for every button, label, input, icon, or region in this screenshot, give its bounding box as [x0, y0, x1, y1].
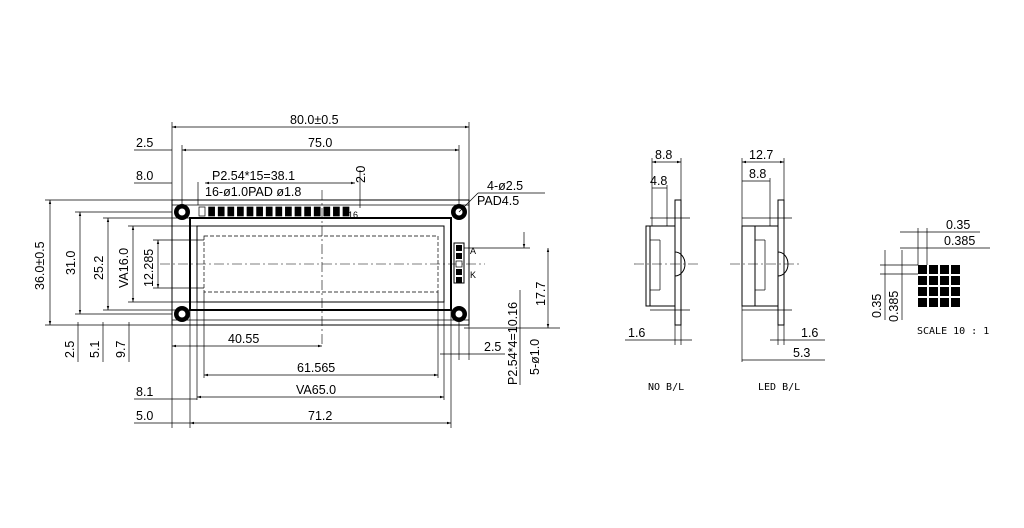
dim-pin-holes: 16-ø1.0PAD ø1.8	[205, 185, 301, 199]
dim-aa-height: 12.285	[142, 249, 156, 287]
dim-led-pitch: P2.54*4=10.16	[506, 302, 520, 385]
dim-hole-pitch-width: 75.0	[308, 136, 332, 150]
side-view-no-bl: 8.8 4.8 1.6 NO B/L	[625, 148, 700, 393]
mount-hole-br	[451, 306, 467, 322]
dot-dim-pitch-h: 0.35	[946, 218, 970, 232]
pin-12	[304, 206, 311, 217]
dot-dim-pitch-v: 0.35	[870, 294, 884, 318]
dot-cell	[951, 298, 960, 307]
front-view: 16 A K 80.0±0.5 75.0 2.5 8.0 P2.	[33, 113, 560, 428]
pin-5	[237, 206, 244, 217]
dot-cell	[929, 287, 938, 296]
dim-mount-holes: 4-ø2.5	[487, 179, 523, 193]
dot-grid	[918, 265, 960, 307]
dim-led-holes: 5-ø1.0	[528, 339, 542, 375]
dot-cell	[918, 298, 927, 307]
dot-cell	[918, 287, 927, 296]
dim-left-5-0: 5.0	[136, 409, 153, 423]
dot-cell	[940, 298, 949, 307]
scale-label: SCALE 10 : 1	[917, 326, 989, 337]
dot-dim-dot-v: 0.385	[887, 291, 901, 322]
dot-cell	[929, 298, 938, 307]
dot-cell	[918, 276, 927, 285]
dim-hole-pitch-height: 31.0	[64, 251, 78, 275]
dim-overall-width: 80.0±0.5	[290, 113, 339, 127]
pin-10	[285, 206, 292, 217]
pin-8	[265, 206, 273, 217]
dim-bottom-5-1: 5.1	[88, 341, 102, 358]
led-pins	[453, 242, 465, 284]
no-bl-dim-inner: 4.8	[650, 174, 667, 188]
dim-va-height: VA16.0	[117, 248, 131, 288]
pin-11	[294, 206, 302, 217]
dim-led-offset: 2.5	[484, 340, 501, 354]
dim-overall-height: 36.0±0.5	[33, 241, 47, 290]
dim-bezel-width: 71.2	[308, 409, 332, 423]
dot-cell	[940, 287, 949, 296]
pin-14	[323, 206, 331, 217]
dim-left-8-1: 8.1	[136, 385, 153, 399]
dim-bottom-2-5: 2.5	[63, 341, 77, 358]
led-anode-label: A	[470, 246, 476, 256]
dim-bezel-height: 25.2	[92, 256, 106, 280]
no-bl-caption: NO B/L	[648, 382, 684, 393]
pin-4	[227, 206, 235, 217]
dim-bottom-9-7: 9.7	[114, 341, 128, 358]
dim-pin-row-offset: 2.0	[354, 166, 368, 183]
led-bl-caption: LED B/L	[758, 382, 800, 393]
dot-cell	[929, 276, 938, 285]
dim-led-height: 17.7	[534, 282, 548, 306]
dot-cell	[951, 287, 960, 296]
pcb-outline	[171, 199, 470, 326]
led-bl-dim-total: 12.7	[749, 148, 773, 162]
pin-13	[313, 206, 321, 217]
pin-7	[256, 206, 263, 217]
pin-1	[198, 206, 206, 217]
no-bl-dim-pcb: 1.6	[628, 326, 645, 340]
dim-left-offset-pins: 8.0	[136, 169, 153, 183]
dot-cell	[918, 265, 927, 274]
led-bl-dim-inner: 8.8	[749, 167, 766, 181]
pin-16	[342, 206, 350, 217]
pin-2	[208, 206, 215, 217]
dot-cell	[929, 265, 938, 274]
dot-cell	[940, 265, 949, 274]
mount-hole-bl	[174, 306, 190, 322]
mount-hole-tl	[174, 204, 190, 220]
no-bl-dim-total: 8.8	[655, 148, 672, 162]
dim-pin-pitch: P2.54*15=38.1	[212, 169, 295, 183]
dim-left-offset-top: 2.5	[136, 136, 153, 150]
led-bl-dim-pcb: 1.6	[801, 326, 818, 340]
lcd-bezel	[189, 217, 452, 311]
pin-15	[333, 206, 340, 217]
pin-3	[217, 206, 225, 217]
led-cathode-label: K	[470, 270, 476, 280]
dot-detail: 0.35 0.385 0.35 0.385 SCALE 10 : 1	[870, 218, 990, 337]
dim-aa-width: 61.565	[297, 361, 335, 375]
dim-va-width: VA65.0	[296, 383, 336, 397]
led-bl-dim-bottom: 5.3	[793, 346, 810, 360]
pin-6	[246, 206, 254, 217]
dim-mount-pad: PAD4.5	[477, 194, 519, 208]
dim-center-x: 40.55	[228, 332, 259, 346]
side-view-led-bl: 12.7 8.8 1.6 5.3 LED B/L	[730, 148, 825, 393]
dot-dim-dot-h: 0.385	[944, 234, 975, 248]
pin-9	[275, 206, 283, 217]
pin-row	[198, 206, 350, 217]
dot-cell	[951, 265, 960, 274]
dot-cell	[940, 276, 949, 285]
pin-number-16: 16	[348, 210, 358, 220]
dot-cell	[951, 276, 960, 285]
